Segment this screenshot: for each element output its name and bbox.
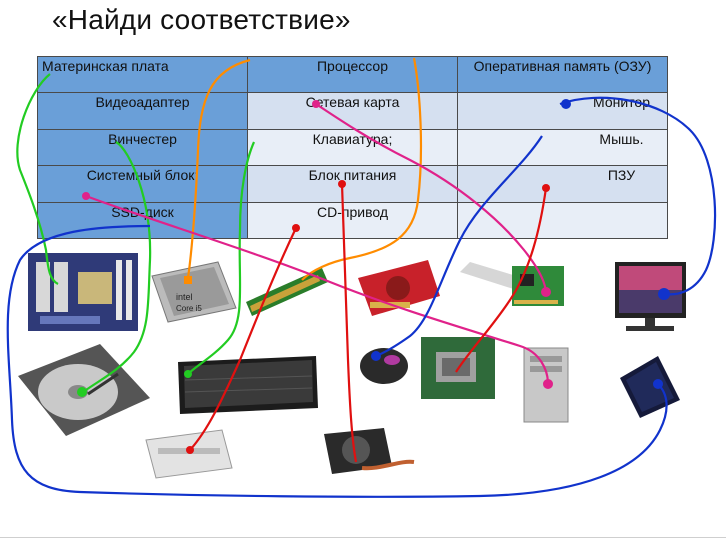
cell-cd-drive: CD-привод: [247, 201, 458, 240]
slide-title: «Найди соответствие»: [52, 4, 351, 35]
matching-table: Материнская плата Процессор Оперативная …: [37, 55, 668, 240]
ssd-image: [620, 356, 680, 418]
table-row: Системный блок; Блок питания ПЗУ: [37, 165, 668, 203]
cell-hard-drive: Винчестер: [37, 128, 248, 167]
system-unit-image: [523, 347, 569, 423]
red-stroke: [189, 227, 297, 451]
rom-chip-image: [421, 337, 495, 399]
network-card-image: [460, 262, 564, 306]
cell-processor: Процессор: [247, 55, 458, 94]
hard-drive-image: [18, 344, 150, 436]
divider: [0, 537, 726, 538]
keyboard-image: [178, 356, 318, 414]
cell-video-adapter: Видеоадаптер: [37, 92, 248, 130]
cell-power-supply: Блок питания: [247, 165, 458, 203]
monitor-image: [615, 262, 686, 331]
cell-keyboard: Клавиатура;: [247, 128, 458, 167]
ram-module-image: [246, 268, 328, 316]
video-card-image: [358, 260, 440, 316]
cell-monitor: Монитор: [457, 92, 668, 130]
cell-mouse: Мышь.: [457, 128, 668, 167]
cell-rom: ПЗУ: [457, 165, 668, 203]
svg-text:Core i5: Core i5: [176, 304, 202, 313]
cell-ssd: SSD-диск: [37, 201, 248, 240]
cell-empty: [457, 201, 668, 240]
table-row: Винчестер Клавиатура; Мышь.: [37, 128, 668, 167]
cell-motherboard: Материнская плата: [37, 55, 248, 94]
table-row: Материнская плата Процессор Оперативная …: [37, 55, 668, 94]
svg-text:intel: intel: [176, 292, 193, 302]
cd-drive-image: [145, 429, 233, 479]
cell-network-card: Сетевая карта: [247, 92, 458, 130]
table-row: SSD-диск CD-привод: [37, 201, 668, 240]
cell-system-unit: Системный блок;: [37, 165, 248, 203]
power-supply-image: [324, 428, 415, 474]
cpu-image: intel Core i5: [151, 261, 237, 323]
cell-ram: Оперативная память (ОЗУ): [457, 55, 668, 94]
motherboard-image: [28, 253, 138, 331]
mouse-image: [360, 348, 408, 384]
blue-stroke: [6, 224, 668, 498]
table-row: Видеоадаптер Сетевая карта Монитор: [37, 92, 668, 130]
